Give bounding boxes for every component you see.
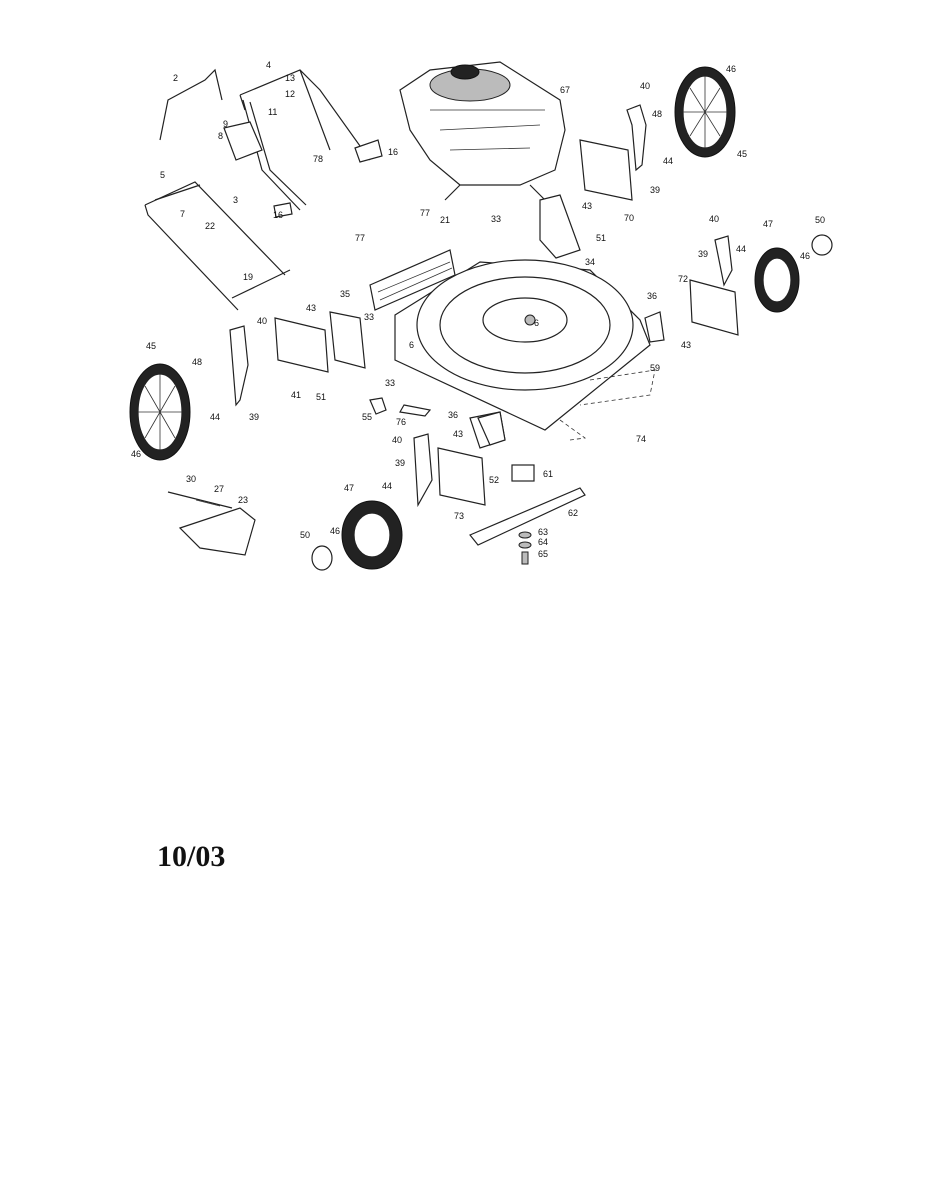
callout-5: 5	[160, 170, 165, 180]
callout-40a: 40	[640, 81, 650, 91]
callout-59: 59	[650, 363, 660, 373]
handle-upper-part	[159, 68, 383, 211]
height-adjuster-right	[689, 235, 739, 336]
callout-9: 9	[223, 119, 228, 129]
mower-deck-part	[394, 259, 656, 441]
callout-78: 78	[313, 154, 323, 164]
callout-33c: 33	[385, 378, 395, 388]
callout-72: 72	[678, 274, 688, 284]
callout-40d: 40	[392, 435, 402, 445]
callout-74: 74	[636, 434, 646, 444]
callout-76: 76	[396, 417, 406, 427]
callout-45b: 45	[146, 341, 156, 351]
callout-40b: 40	[709, 214, 719, 224]
callout-33b: 33	[364, 312, 374, 322]
callout-23: 23	[238, 495, 248, 505]
callout-22: 22	[205, 221, 215, 231]
height-adjuster-upper-right	[539, 104, 647, 259]
callout-44a: 44	[663, 156, 673, 166]
callout-63: 63	[538, 527, 548, 537]
callout-48b: 48	[192, 357, 202, 367]
callout-46c: 46	[131, 449, 141, 459]
callout-35: 35	[340, 289, 350, 299]
callout-73: 73	[454, 511, 464, 521]
callout-2: 2	[173, 73, 178, 83]
callout-48a: 48	[652, 109, 662, 119]
callout-39a: 39	[650, 185, 660, 195]
callout-4: 4	[266, 60, 271, 70]
callout-6b: 6	[409, 340, 414, 350]
front-left-wheel-part	[311, 500, 403, 571]
callout-8: 8	[218, 131, 223, 141]
callout-51a: 51	[596, 233, 606, 243]
blade-part	[469, 464, 586, 565]
callout-34: 34	[585, 257, 595, 267]
callout-43a: 43	[582, 201, 592, 211]
callout-41: 41	[291, 390, 301, 400]
callout-77b: 77	[355, 233, 365, 243]
callout-39b: 39	[698, 249, 708, 259]
callout-44c: 44	[210, 412, 220, 422]
callout-64: 64	[538, 537, 548, 547]
callout-40c: 40	[257, 316, 267, 326]
rear-deflector-part	[167, 491, 256, 556]
callout-39c: 39	[249, 412, 259, 422]
front-right-wheel-part	[754, 234, 833, 313]
date-code: 10/03	[157, 840, 226, 873]
callout-21: 21	[440, 215, 450, 225]
callout-33a: 33	[491, 214, 501, 224]
callout-65: 65	[538, 549, 548, 559]
callout-16a: 16	[388, 147, 398, 157]
callout-44d: 44	[382, 481, 392, 491]
callout-30: 30	[186, 474, 196, 484]
rear-left-wheel-part	[129, 363, 191, 461]
callout-12: 12	[285, 89, 295, 99]
callout-44b: 44	[736, 244, 746, 254]
callout-46a: 46	[726, 64, 736, 74]
callout-47b: 47	[344, 483, 354, 493]
callout-11: 11	[268, 107, 277, 117]
callout-77a: 77	[420, 208, 430, 218]
callout-50b: 50	[300, 530, 310, 540]
callout-70: 70	[624, 213, 634, 223]
callout-55: 55	[362, 412, 372, 422]
callout-61: 61	[543, 469, 553, 479]
callout-43d: 43	[453, 429, 463, 439]
height-adjuster-left	[229, 311, 366, 407]
callout-51b: 51	[316, 392, 326, 402]
rear-right-wheel-part	[674, 66, 736, 158]
callout-6a: 6	[534, 318, 539, 328]
callout-43c: 43	[306, 303, 316, 313]
callout-47a: 47	[763, 219, 773, 229]
callout-46b: 46	[800, 251, 810, 261]
callout-3: 3	[233, 195, 238, 205]
handle-lower-part	[144, 121, 293, 311]
callout-27: 27	[214, 484, 224, 494]
callout-62: 62	[568, 508, 578, 518]
callout-7: 7	[180, 209, 185, 219]
callout-43b: 43	[681, 340, 691, 350]
callout-45a: 45	[737, 149, 747, 159]
callout-19: 19	[243, 272, 253, 282]
callout-39d: 39	[395, 458, 405, 468]
small-parts	[369, 311, 665, 446]
callout-67: 67	[560, 85, 570, 95]
callout-46d: 46	[330, 526, 340, 536]
callout-16b: 16	[273, 210, 283, 220]
callout-50a: 50	[815, 215, 825, 225]
callout-13: 13	[285, 73, 295, 83]
engine-part	[399, 61, 566, 201]
callout-52: 52	[489, 475, 499, 485]
callout-36a: 36	[647, 291, 657, 301]
callout-36b: 36	[448, 410, 458, 420]
